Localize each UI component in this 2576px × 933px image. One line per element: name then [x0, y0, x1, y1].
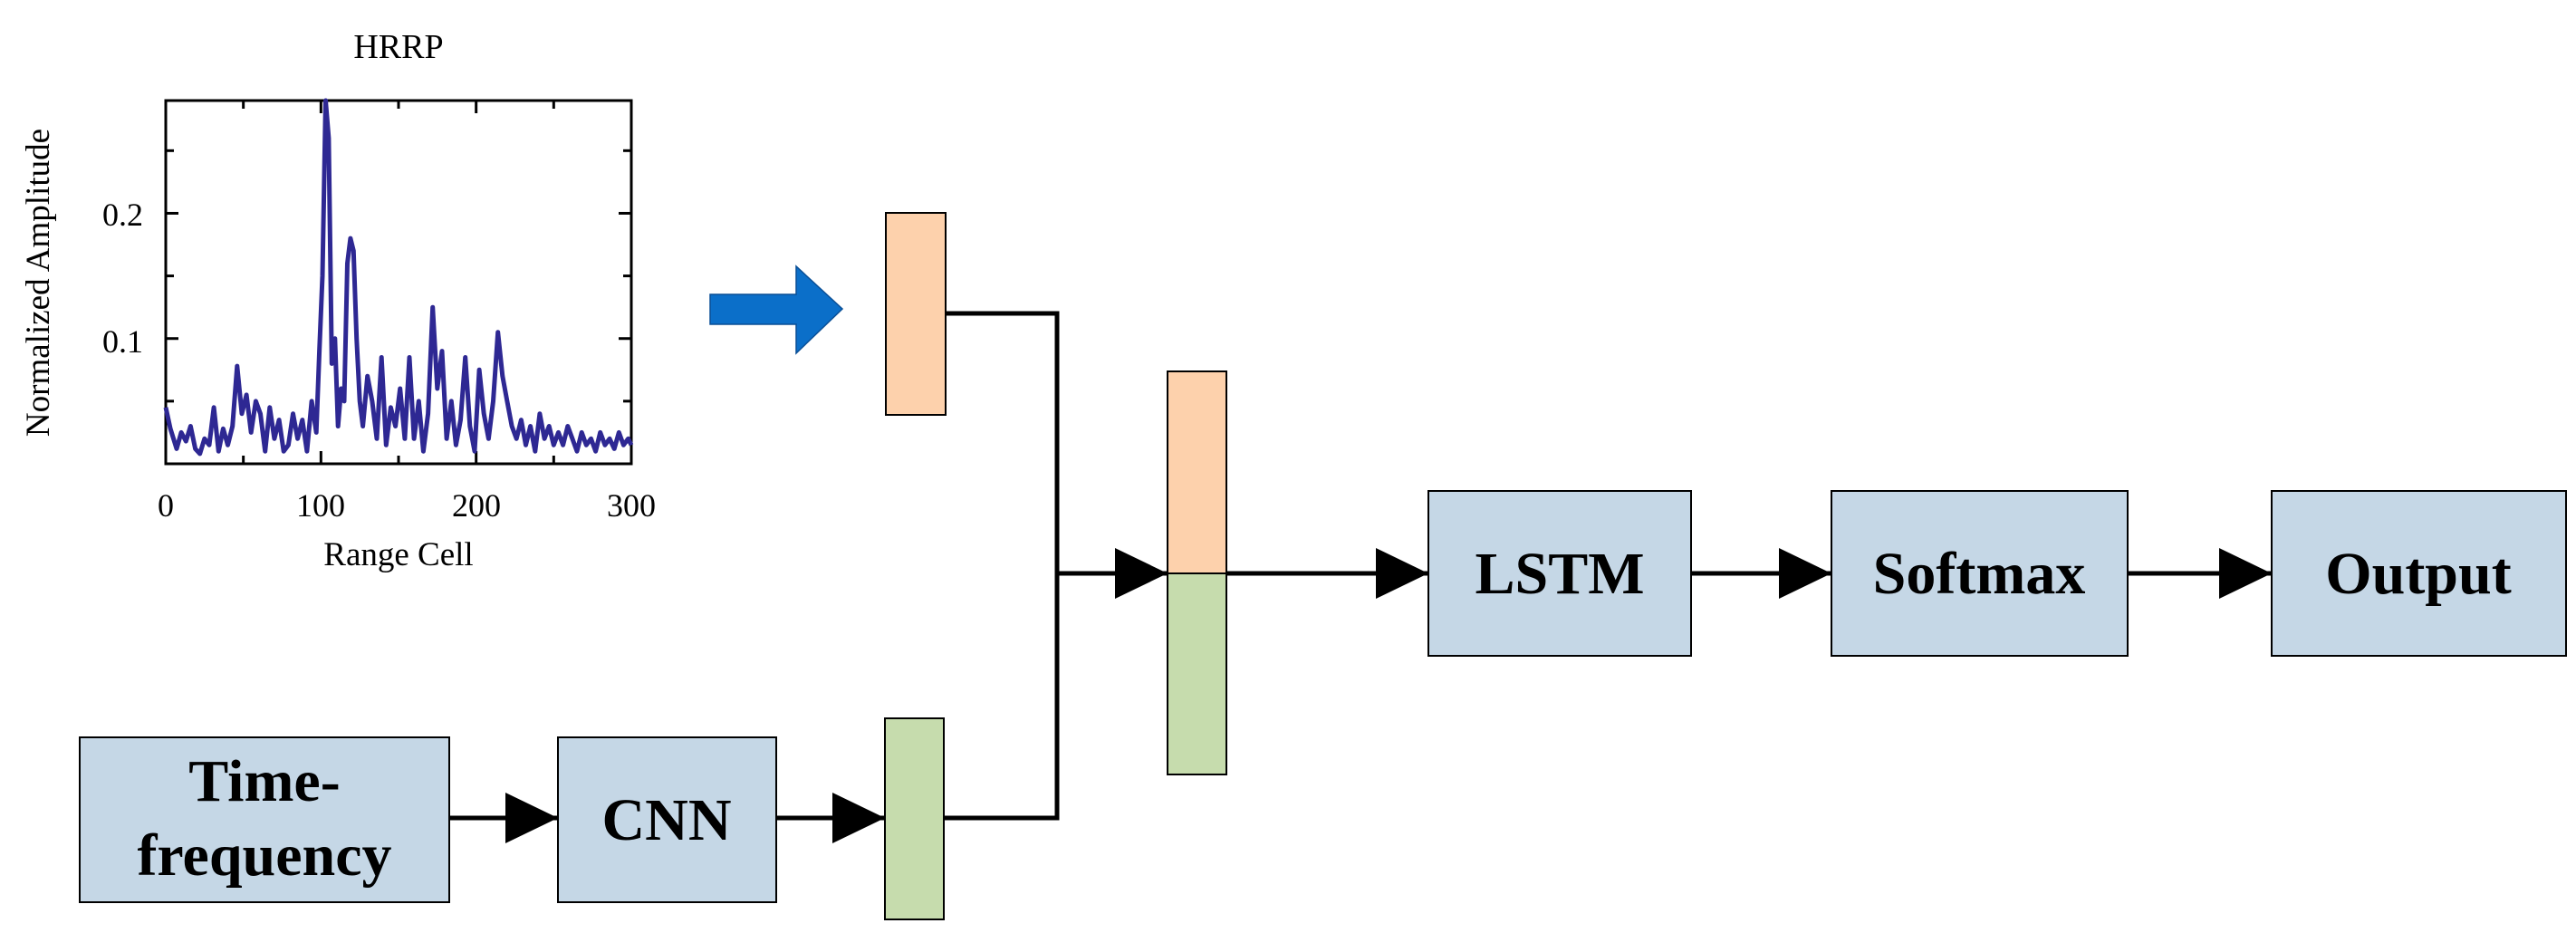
x-ticks	[164, 101, 633, 464]
x-tick-label-100: 100	[296, 487, 345, 524]
x-tick-label-300: 300	[607, 487, 656, 524]
time-frequency-box: Time- frequency	[79, 736, 450, 903]
lstm-box-rect	[1427, 490, 1692, 657]
y-ticks	[166, 149, 631, 403]
softmax-box-rect	[1831, 490, 2129, 657]
x-tick-label-0: 0	[158, 487, 174, 524]
hrrp-feature-vector	[885, 212, 947, 416]
hrrp-chart: HRRP 0 100 200 300 0.1 0.2 Range Cell No…	[20, 28, 656, 573]
cnn-box-rect	[557, 736, 777, 903]
softmax-box: Softmax	[1831, 490, 2129, 657]
x-tick-label-200: 200	[452, 487, 501, 524]
softmax-label: Softmax	[1873, 541, 2086, 607]
cnn-feature-vector	[884, 717, 945, 920]
output-box: Output	[2271, 490, 2567, 657]
x-axis-label: Range Cell	[323, 536, 473, 573]
concatenated-feature-upper	[1167, 370, 1227, 574]
lstm-box: LSTM	[1427, 490, 1692, 657]
merge-connector-line	[944, 311, 1060, 821]
output-label: Output	[2325, 541, 2511, 607]
y-axis-label: Normalized Amplitude	[20, 129, 57, 437]
cnn-label: CNN	[602, 787, 732, 853]
y-tick-label-0.1: 0.1	[102, 323, 143, 360]
y-tick-label-0.2: 0.2	[102, 197, 143, 233]
time-frequency-box-rect	[79, 736, 450, 903]
cnn-box: CNN	[557, 736, 777, 903]
time-frequency-label-line2: frequency	[137, 822, 391, 889]
chart-title: HRRP	[353, 28, 443, 66]
blue-input-arrow-icon	[709, 265, 844, 355]
concatenated-feature-lower	[1167, 572, 1227, 775]
lstm-label: LSTM	[1475, 541, 1644, 607]
hrrp-series-line	[163, 98, 634, 457]
time-frequency-label-line1: Time-	[188, 748, 340, 814]
